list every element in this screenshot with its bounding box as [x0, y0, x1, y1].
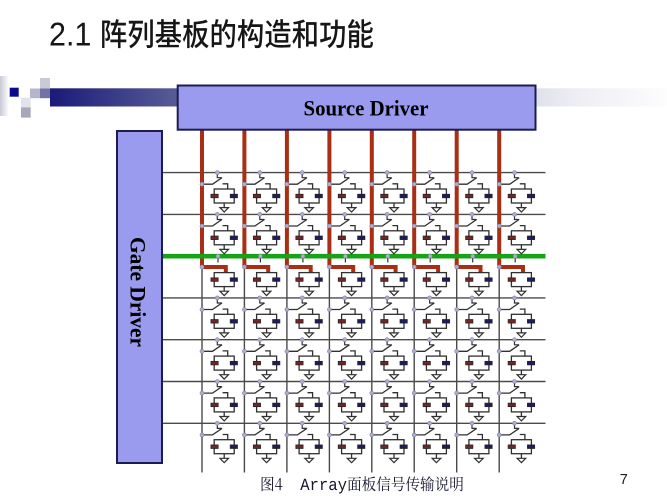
svg-text:Source Driver: Source Driver: [304, 95, 429, 120]
svg-text:Gate Driver: Gate Driver: [126, 237, 151, 347]
svg-text:7: 7: [620, 472, 628, 488]
